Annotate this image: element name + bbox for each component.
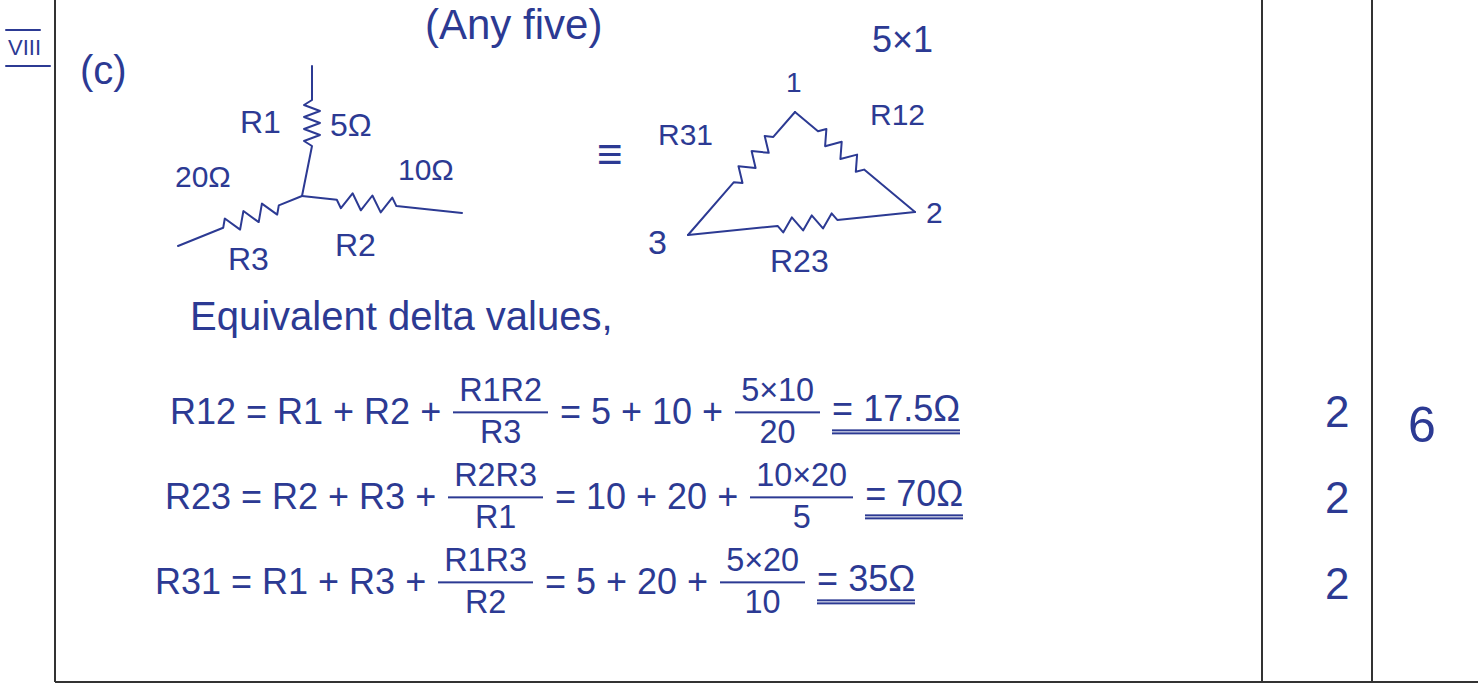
table-rule: [55, 681, 1478, 683]
fraction: R2R3R1: [448, 458, 543, 535]
fraction-denominator: 10: [739, 583, 787, 621]
resistance-value: 20Ω: [175, 160, 231, 193]
instruction-note: (Any five): [425, 2, 602, 48]
fraction-denominator: R3: [474, 413, 527, 451]
fraction: 10×205: [750, 458, 853, 535]
fraction-numerator: 5×20: [720, 543, 805, 583]
fraction-numerator: R2R3: [448, 458, 543, 498]
table-rule: [1371, 0, 1373, 682]
mark-number: 2: [1325, 474, 1349, 522]
overline: [6, 29, 40, 31]
resistor-label: R2: [335, 228, 376, 263]
fraction-denominator: R2: [459, 583, 512, 621]
fraction-numerator: R1R3: [438, 543, 533, 583]
equation-text: R12 = R1 + R2 +: [170, 392, 441, 432]
marks-note: 5×1: [872, 20, 933, 60]
fraction-denominator: R1: [469, 498, 522, 536]
fraction-denominator: 20: [754, 413, 802, 451]
terminal-number: 3: [648, 224, 667, 261]
equation-row: R23 = R2 + R3 + R2R3R1 = 10 + 20 + 10×205 = …: [165, 458, 963, 535]
resistor-symbol: [302, 66, 320, 196]
equation-result: = 17.5Ω: [832, 389, 960, 435]
resistor-label: R3: [228, 242, 269, 277]
table-rule: [54, 0, 56, 682]
fraction: 5×1020: [735, 373, 820, 450]
question-number: VIII: [8, 36, 41, 60]
underline: [6, 65, 50, 67]
equation-text: = 5 + 20 +: [545, 562, 708, 602]
terminal-number: 2: [926, 196, 943, 229]
resistor-label: R12: [870, 98, 925, 131]
terminal-number: 1: [786, 68, 802, 99]
equation-text: = 10 + 20 +: [555, 477, 738, 517]
table-grid: [55, 0, 1478, 682]
resistance-value: 10Ω: [398, 153, 454, 186]
resistor-symbol: [178, 196, 302, 246]
heading-note: Equivalent delta values,: [190, 294, 613, 338]
resistor-label: R23: [770, 244, 829, 279]
fraction-denominator: 5: [787, 498, 817, 536]
resistor-symbol: [688, 212, 915, 235]
mark-number: 2: [1325, 388, 1349, 436]
fraction-numerator: R1R2: [453, 373, 548, 413]
equation-result: = 70Ω: [865, 474, 963, 520]
part-label: (c): [80, 48, 127, 92]
resistor-symbol: [302, 193, 462, 213]
mark-number: 2: [1325, 560, 1349, 608]
total-mark: 6: [1408, 398, 1436, 453]
fraction: R1R3R2: [438, 543, 533, 620]
equation-text: = 5 + 10 +: [560, 392, 723, 432]
fraction: 5×2010: [720, 543, 805, 620]
resistor-label: R31: [658, 118, 713, 151]
fraction-numerator: 10×20: [750, 458, 853, 498]
equation-row: R31 = R1 + R3 + R1R3R2 = 5 + 20 + 5×2010 = 3…: [155, 543, 915, 620]
table-rule: [1261, 0, 1263, 682]
equation-text: R23 = R2 + R3 +: [165, 477, 436, 517]
fraction-numerator: 5×10: [735, 373, 820, 413]
equation-text: R31 = R1 + R3 +: [155, 562, 426, 602]
fraction: R1R2R3: [453, 373, 548, 450]
resistance-value: 5Ω: [330, 108, 372, 143]
equation-row: R12 = R1 + R2 + R1R2R3 = 5 + 10 + 5×1020 = 1…: [170, 373, 960, 450]
resistor-label: R1: [240, 105, 281, 140]
equivalence-sign: ≡: [597, 130, 623, 178]
equation-result: = 35Ω: [817, 559, 915, 605]
